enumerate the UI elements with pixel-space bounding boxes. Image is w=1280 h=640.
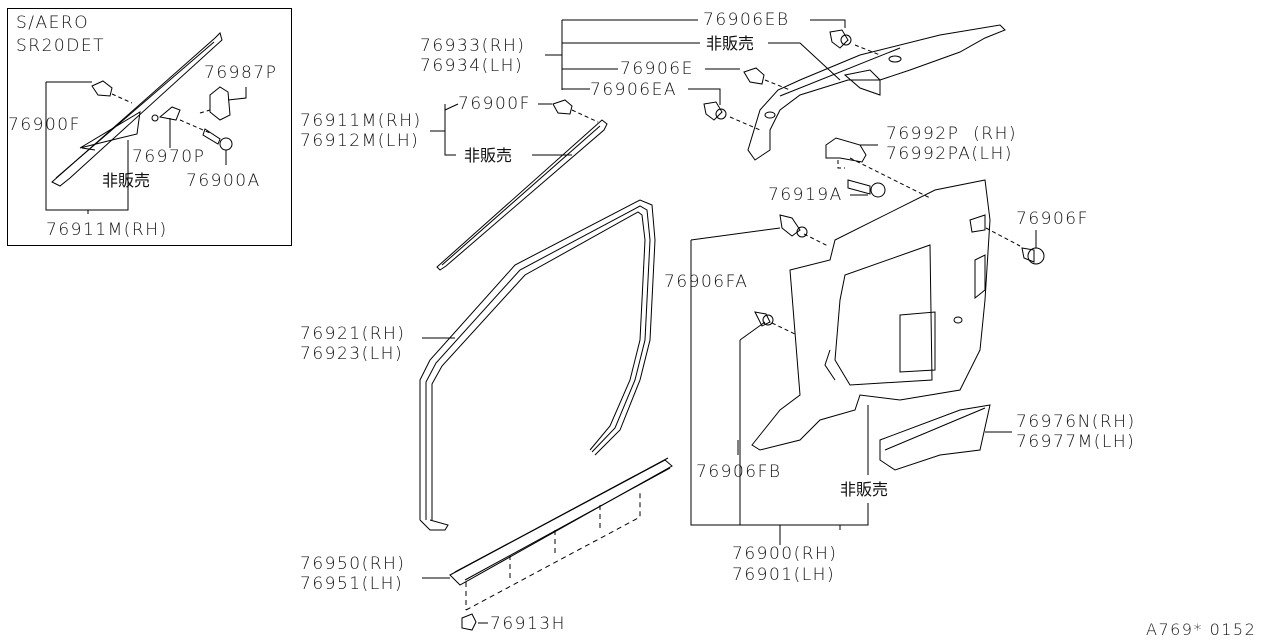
part-label-76912M[interactable]: 76912M(LH): [300, 131, 420, 151]
not-sold-label-inset: 非販売: [102, 171, 151, 190]
clip-76906F: [1021, 247, 1045, 265]
clip-76913H: [461, 613, 477, 631]
part-label-76900F-inset[interactable]: 76900F: [8, 115, 81, 135]
clip-76906FA: [779, 214, 808, 238]
quarter-lower-trim: [751, 179, 991, 451]
side-cover: [879, 404, 991, 471]
part-label-76976N[interactable]: 76976N(RH): [1016, 412, 1136, 432]
not-sold-label-pillar: 非販売: [464, 146, 513, 165]
part-label-76906EB[interactable]: 76906EB: [703, 10, 790, 30]
a-pillar-trim: [436, 119, 608, 271]
bolt-76919A: [847, 179, 886, 198]
clip-76906EB: [829, 29, 852, 49]
figure-id: A769* 0152: [1146, 620, 1257, 639]
part-label-76992P[interactable]: 76992P (RH): [886, 124, 1017, 144]
part-label-76992PA[interactable]: 76992PA(LH): [886, 144, 1013, 164]
variant-label-line1: S/AERO: [16, 13, 90, 33]
part-label-76951[interactable]: 76951(LH): [300, 574, 404, 594]
part-label-76919A[interactable]: 76919A: [768, 185, 843, 205]
clip-76906E: [743, 67, 765, 85]
part-label-76900A[interactable]: 76900A: [186, 171, 261, 191]
part-label-76933[interactable]: 76933(RH): [420, 36, 526, 56]
not-sold-label-top: 非販売: [706, 34, 755, 53]
inset-pillar-trim: [51, 32, 223, 187]
part-label-76970P[interactable]: 76970P: [132, 147, 206, 167]
part-label-76906FB[interactable]: 76906FB: [696, 462, 782, 482]
part-label-76911M[interactable]: 76911M(RH): [300, 111, 422, 131]
inset-clip: [91, 80, 113, 97]
part-label-76906E[interactable]: 76906E: [620, 59, 694, 79]
part-label-76977M[interactable]: 76977M(LH): [1016, 432, 1136, 452]
part-label-76913H[interactable]: 76913H: [490, 614, 566, 634]
part-label-76906FA[interactable]: 76906FA: [664, 272, 749, 292]
inset-bracket: [151, 106, 181, 122]
door-weatherstrip: [419, 199, 656, 531]
part-label-76900F[interactable]: 76900F: [458, 94, 531, 114]
part-label-76921[interactable]: 76921(RH): [300, 324, 406, 344]
part-label-76901[interactable]: 76901(LH): [732, 565, 836, 585]
part-label-76911M-inset[interactable]: 76911M(RH): [46, 220, 168, 240]
part-label-76923[interactable]: 76923(LH): [300, 344, 404, 364]
part-label-76900[interactable]: 76900(RH): [732, 544, 838, 564]
part-label-76987P[interactable]: 76987P: [204, 63, 278, 83]
part-label-76934[interactable]: 76934(LH): [420, 56, 524, 76]
part-label-76906EA[interactable]: 76906EA: [590, 80, 677, 100]
part-label-76906F[interactable]: 76906F: [1016, 209, 1089, 229]
clip-76900F: [552, 99, 573, 115]
quarter-upper-trim: [747, 24, 1006, 161]
clip-76906EA: [703, 101, 727, 121]
variant-label-line2: SR20DET: [16, 36, 105, 56]
not-sold-label-panel: 非販売: [840, 480, 889, 499]
bracket-76992P: [825, 137, 867, 163]
inset-cover: [209, 86, 231, 121]
part-label-76950[interactable]: 76950(RH): [300, 554, 406, 574]
kick-plate: [449, 457, 673, 611]
inset-frame: [7, 8, 292, 246]
clip-76906FB: [754, 311, 774, 327]
